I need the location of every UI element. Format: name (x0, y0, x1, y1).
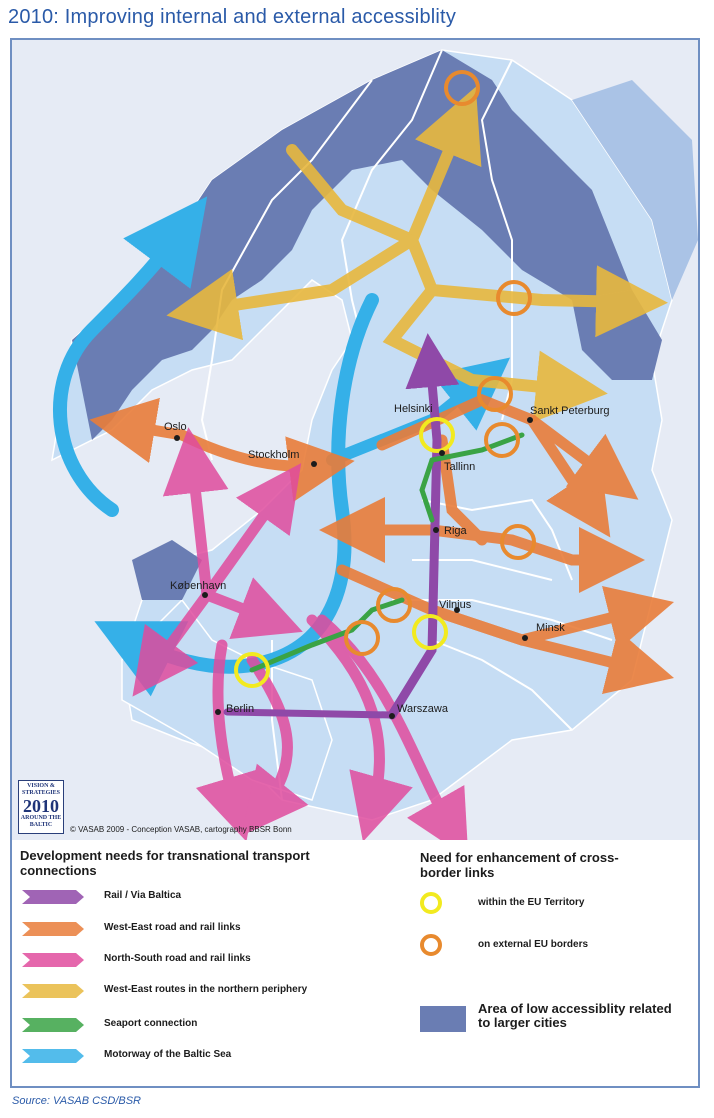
city-markers (174, 417, 533, 719)
legend-label-west-east: West-East road and rail links (104, 922, 241, 933)
city-minsk: Minsk (536, 622, 565, 634)
low-access-area-swatch (420, 1006, 466, 1032)
ring-external-tallinn (484, 422, 520, 458)
logo-line2: 2010 (23, 796, 59, 816)
city-tallinn: Tallinn (444, 461, 475, 473)
north-south-swatch (22, 953, 84, 967)
seaport-swatch (22, 1018, 84, 1032)
low-access-sweden-south (132, 540, 202, 600)
ring-external-kaliningrad-2 (344, 620, 380, 656)
rail-via-baltica-swatch (22, 890, 84, 904)
ring-external-riga (500, 524, 536, 560)
city-riga: Riga (444, 525, 468, 537)
legend-label-north-south: North-South road and rail links (104, 953, 251, 964)
motorway-sea-swatch (22, 1049, 84, 1063)
vasab-logo: VISION & STRATEGIES 2010 AROUND THE BALT… (18, 780, 64, 834)
ring-external-legend-icon (420, 934, 442, 956)
rail-via-baltica (223, 333, 460, 720)
low-access-north (72, 50, 632, 440)
map-credit: © VASAB 2009 - Conception VASAB, cartogr… (70, 825, 292, 834)
legend-label-seaport: Seaport connection (104, 1018, 198, 1029)
ring-external-fi-ru (496, 280, 532, 316)
city-sankt-peterburg: Sankt Peterburg (530, 405, 610, 417)
legend-label-ring-external: on external EU borders (478, 939, 589, 950)
legend: Development needs for transnational tran… (12, 842, 698, 1086)
seaport-connections (249, 432, 525, 673)
ring-external-stpeter (477, 376, 513, 412)
city-oslo: Oslo (164, 421, 187, 433)
logo-line1: VISION & STRATEGIES (22, 783, 60, 796)
legend-right-heading: Need for enhancement of cross-border lin… (420, 850, 619, 880)
ring-external-kaliningrad-1 (376, 587, 412, 623)
ring-eu-vilnius (412, 614, 448, 650)
city-helsinki: Helsinki (394, 403, 433, 415)
ring-eu-germany (234, 652, 270, 688)
baltic-map: Oslo Stockholm Helsinki Tallinn Sankt Pe… (12, 40, 698, 840)
city-kobenhavn: København (170, 580, 226, 592)
ring-eu-legend-icon (420, 892, 442, 914)
map-title: 2010: Improving internal and external ac… (8, 6, 457, 28)
ring-external-north (444, 70, 480, 106)
city-stockholm: Stockholm (248, 449, 299, 461)
city-berlin: Berlin (226, 703, 254, 715)
west-east-swatch (22, 922, 84, 936)
legend-label-low-access: Area of low accessiblity related to larg… (478, 1001, 672, 1030)
legend-label-motorway-sea: Motorway of the Baltic Sea (104, 1049, 232, 1060)
low-access-karelia (572, 80, 698, 300)
legend-label-ring-eu: within the EU Territory (478, 897, 585, 908)
cross-border-rings (234, 70, 536, 688)
ring-eu-helsinki (419, 417, 455, 453)
legend-label-rail: Rail / Via Baltica (104, 890, 182, 901)
logo-line3: AROUND THE BALTIC (20, 815, 62, 828)
source-note: Source: VASAB CSD/BSR (12, 1095, 141, 1107)
legend-label-northern-periphery: West-East routes in the northern periphe… (104, 984, 308, 995)
legend-left-heading: Development needs for transnational tran… (20, 848, 310, 878)
city-vilnius: Vilnius (439, 599, 472, 611)
city-warszawa: Warszawa (397, 703, 449, 715)
northern-periphery-swatch (22, 984, 84, 998)
